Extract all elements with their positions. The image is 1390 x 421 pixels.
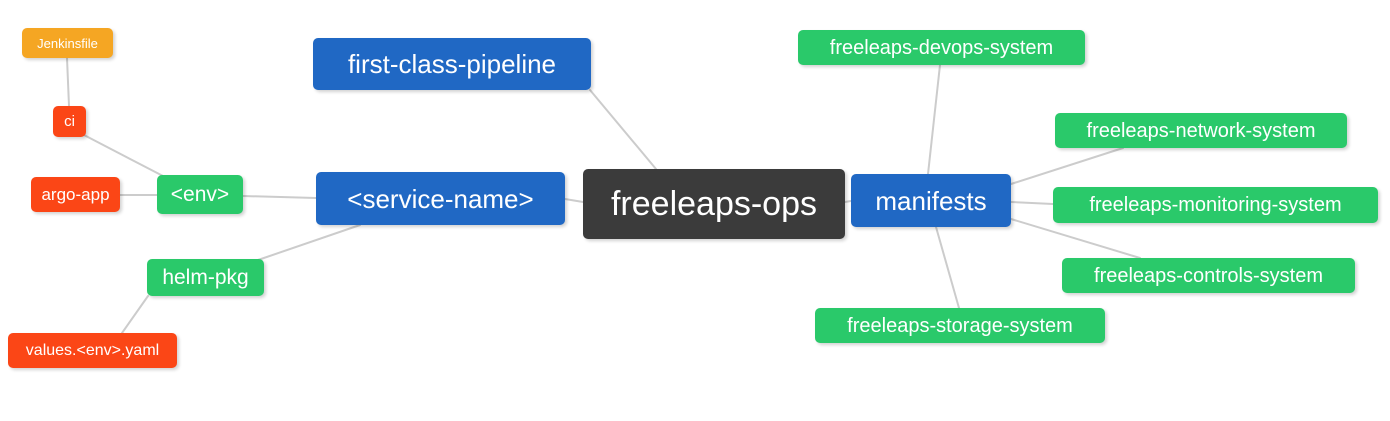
- node-label-ci: ci: [64, 113, 75, 130]
- node-jenkinsfile[interactable]: Jenkinsfile: [22, 28, 113, 58]
- node-helm-pkg[interactable]: helm-pkg: [147, 259, 264, 296]
- edge-jenkinsfile-ci: [66, 57, 70, 107]
- node-first-class-pipeline[interactable]: first-class-pipeline: [313, 38, 591, 90]
- node-storage-system[interactable]: freeleaps-storage-system: [815, 308, 1105, 343]
- node-label-monitoring-system: freeleaps-monitoring-system: [1089, 194, 1342, 216]
- node-argo-app[interactable]: argo-app: [31, 177, 120, 212]
- node-label-controls-system: freeleaps-controls-system: [1094, 264, 1323, 287]
- node-devops-system[interactable]: freeleaps-devops-system: [798, 30, 1085, 65]
- node-label-devops-system: freeleaps-devops-system: [829, 36, 1054, 59]
- node-freeleaps-ops[interactable]: freeleaps-ops: [583, 169, 845, 239]
- edge-ci-env: [83, 134, 164, 177]
- edge-service-name-freeleaps-ops: [564, 198, 584, 203]
- edge-first-class-pipeline-freeleaps-ops: [589, 89, 657, 170]
- node-network-system[interactable]: freeleaps-network-system: [1055, 113, 1347, 148]
- node-env[interactable]: <env>: [157, 175, 243, 214]
- node-service-name[interactable]: <service-name>: [316, 172, 565, 225]
- edge-manifests-network-system: [1010, 147, 1124, 185]
- node-manifests[interactable]: manifests: [851, 174, 1011, 227]
- node-ci[interactable]: ci: [53, 106, 86, 137]
- edge-devops-system-manifests: [927, 64, 941, 175]
- node-monitoring-system[interactable]: freeleaps-monitoring-system: [1053, 187, 1378, 223]
- node-label-jenkinsfile: Jenkinsfile: [37, 35, 98, 51]
- node-label-argo-app: argo-app: [41, 185, 110, 204]
- edge-manifests-controls-system: [1010, 218, 1141, 259]
- node-label-manifests: manifests: [875, 185, 987, 216]
- node-label-freeleaps-ops: freeleaps-ops: [610, 185, 817, 223]
- node-label-values-env-yaml: values.<env>.yaml: [25, 341, 160, 359]
- edge-manifests-monitoring-system: [1010, 201, 1054, 205]
- node-label-helm-pkg: helm-pkg: [162, 266, 249, 289]
- node-values-env-yaml[interactable]: values.<env>.yaml: [8, 333, 177, 368]
- node-controls-system[interactable]: freeleaps-controls-system: [1062, 258, 1355, 293]
- node-label-network-system: freeleaps-network-system: [1086, 119, 1316, 142]
- edge-manifests-storage-system: [935, 226, 960, 309]
- edge-service-name-helm-pkg: [257, 224, 361, 261]
- edge-helm-pkg-values-env-yaml: [121, 295, 149, 334]
- node-label-service-name: <service-name>: [347, 183, 534, 214]
- node-label-first-class-pipeline: first-class-pipeline: [347, 49, 557, 79]
- node-label-env: <env>: [170, 183, 230, 206]
- edge-freeleaps-ops-manifests: [844, 200, 852, 203]
- edge-env-service-name: [242, 195, 317, 199]
- node-label-storage-system: freeleaps-storage-system: [847, 314, 1073, 337]
